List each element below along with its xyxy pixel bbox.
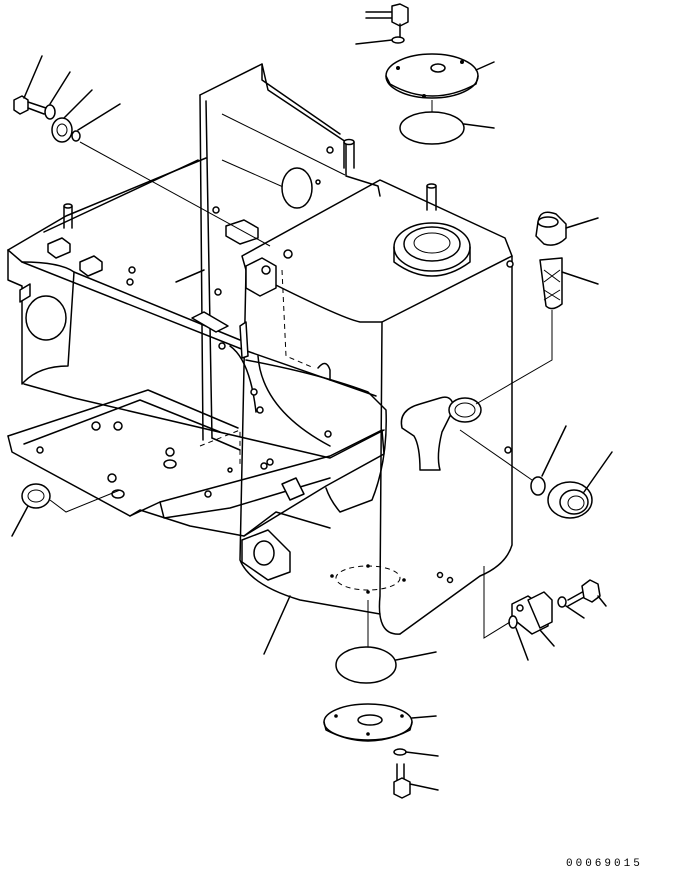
breather-cap (536, 212, 598, 245)
top-washer (356, 37, 404, 44)
bottom-o-ring (336, 600, 436, 683)
tank-frame (200, 64, 513, 634)
strainer (476, 258, 598, 404)
left-bolt (14, 56, 270, 246)
left-plug (12, 484, 120, 536)
filter-cover (386, 54, 494, 98)
top-bolt (366, 4, 408, 40)
bottom-washer (394, 749, 438, 756)
drawing-number: 00069015 (566, 858, 643, 870)
side-o-ring (460, 426, 566, 495)
main-frame (8, 158, 386, 536)
top-o-ring (400, 100, 494, 144)
side-plug (548, 452, 612, 518)
sensor-assembly (484, 566, 606, 660)
bottom-cover (324, 704, 436, 741)
exploded-parts (12, 4, 612, 798)
bottom-bolt (394, 764, 438, 798)
